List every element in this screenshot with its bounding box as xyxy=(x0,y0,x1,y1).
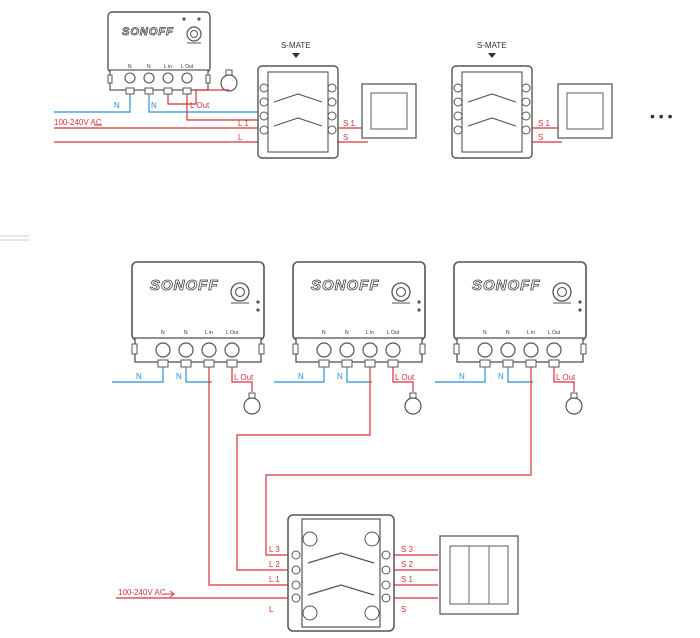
bottom-device-2-term-n1: N xyxy=(322,330,326,336)
bottom-device-3-term-lin: L in xyxy=(527,330,535,336)
bottom-sonoff-device-2: SONOFF N N L in L Out xyxy=(292,261,426,368)
smate-2-s1-label: S 1 xyxy=(538,119,551,128)
top-switch-1-icon xyxy=(361,83,417,139)
bottom-device-2-brand: SONOFF xyxy=(311,277,380,294)
smate-1-title: S-MATE xyxy=(281,41,311,50)
bottom-device-2-lout: L Out xyxy=(395,373,415,382)
bottom-device-2-n-left: N xyxy=(298,372,304,381)
bottom-smate-l3: L 3 xyxy=(269,545,280,554)
bottom-device-2-term-lin: L in xyxy=(366,330,374,336)
bottom-device-1-term-n1: N xyxy=(161,330,165,336)
bottom-smate-l2: L 2 xyxy=(269,560,280,569)
bottom-device-2-term-lout: L Out xyxy=(387,330,400,336)
bottom-device-1-term-n2: N xyxy=(184,330,188,336)
bottom-smate-s2: S 2 xyxy=(401,560,414,569)
bottom-device-1-n-right: N xyxy=(176,372,182,381)
bottom-bulb-1-icon xyxy=(243,392,261,415)
bottom-smate-s3: S 3 xyxy=(401,545,414,554)
top-wire-n2-label: N xyxy=(151,101,157,110)
bottom-device-3-lout: L Out xyxy=(556,373,576,382)
bottom-device-1-n-left: N xyxy=(136,372,142,381)
bottom-device-1-term-lout: L Out xyxy=(226,330,239,336)
smate-2-s-label: S xyxy=(538,133,543,142)
top-device-brand: SONOFF xyxy=(122,26,174,38)
smate-2-pointer-icon xyxy=(488,53,496,58)
bottom-lin-wires xyxy=(116,367,532,599)
bottom-sonoff-device-1: SONOFF N N L in L Out xyxy=(131,261,265,368)
bottom-smate-s1: S 1 xyxy=(401,575,414,584)
top-wire-l-label: L xyxy=(238,133,243,142)
bottom-device-3-n-right: N xyxy=(498,372,504,381)
bottom-ac-arrow xyxy=(164,590,175,598)
top-term-n1: N xyxy=(128,64,132,70)
smate-2-title: S-MATE xyxy=(477,41,507,50)
bottom-smate-l: L xyxy=(269,605,274,614)
bottom-ac-label: 100-240V AC xyxy=(118,588,166,597)
section-divider xyxy=(0,235,30,241)
bottom-device-3-term-lout: L Out xyxy=(548,330,561,336)
top-ac-label: 100-240V AC xyxy=(54,118,102,127)
top-sonoff-device: SONOFF N N L in L Out xyxy=(107,11,211,95)
more-ellipsis: • • • xyxy=(650,108,673,124)
bottom-triple-switch-icon xyxy=(439,535,519,615)
smate-1-s1-label: S 1 xyxy=(343,119,356,128)
bottom-device-3-term-n1: N xyxy=(483,330,487,336)
top-bulb-icon xyxy=(220,69,238,92)
bottom-device-3-n-left: N xyxy=(459,372,465,381)
bottom-device-1-lout: L Out xyxy=(234,373,254,382)
top-wire-l1-label: L 1 xyxy=(238,119,249,128)
top-wires xyxy=(54,89,562,143)
top-switch-2-icon xyxy=(557,83,613,139)
top-smate-2 xyxy=(451,65,533,159)
top-smate-1 xyxy=(257,65,339,159)
bottom-device-1-brand: SONOFF xyxy=(150,277,219,294)
top-term-lout: L Out xyxy=(181,64,194,70)
top-term-lin: L in xyxy=(164,64,172,70)
bottom-bulb-3-icon xyxy=(565,392,583,415)
smate-1-pointer-icon xyxy=(292,53,300,58)
bottom-device-2-term-n2: N xyxy=(345,330,349,336)
smate-1-s-label: S xyxy=(343,133,348,142)
bottom-device-wires xyxy=(112,367,575,392)
top-wire-lout-label: L Out xyxy=(190,101,210,110)
bottom-device-1-term-lin: L in xyxy=(205,330,213,336)
bottom-bulb-2-icon xyxy=(404,392,422,415)
top-wire-n1-label: N xyxy=(114,101,120,110)
bottom-smate-l1: L 1 xyxy=(269,575,280,584)
bottom-sonoff-device-3: SONOFF N N L in L Out xyxy=(453,261,587,368)
bottom-device-3-term-n2: N xyxy=(506,330,510,336)
top-term-n2: N xyxy=(147,64,151,70)
bottom-device-3-brand: SONOFF xyxy=(472,277,541,294)
bottom-smate-s: S xyxy=(401,605,406,614)
bottom-smate xyxy=(287,514,395,632)
bottom-device-2-n-right: N xyxy=(337,372,343,381)
